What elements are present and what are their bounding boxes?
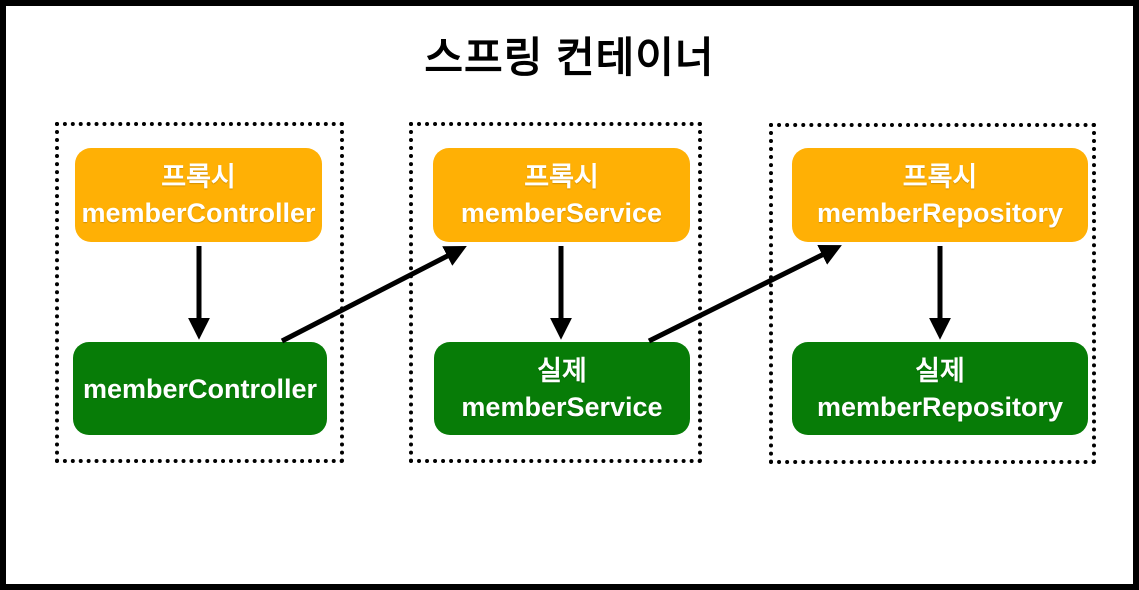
real-member-service-box: 실제 memberService (434, 342, 690, 435)
bean-group-repository: 프록시 memberRepository 실제 memberRepository (769, 123, 1096, 464)
bean-group-service: 프록시 memberService 실제 memberService (409, 122, 702, 463)
proxy-member-controller-box: 프록시 memberController (75, 148, 322, 242)
bean-name: memberRepository (816, 198, 1064, 228)
bean-name: memberService (461, 391, 663, 422)
bean-name: memberController (82, 373, 318, 404)
proxy-member-service-box: 프록시 memberService (433, 148, 690, 242)
real-label: 실제 (537, 355, 587, 386)
proxy-member-repository-box: 프록시 memberRepository (792, 148, 1088, 242)
real-label: 실제 (915, 355, 965, 386)
bean-name: memberController (81, 198, 316, 228)
bean-name: memberRepository (816, 391, 1064, 422)
proxy-label: 프록시 (524, 162, 599, 192)
real-member-repository-box: 실제 memberRepository (792, 342, 1088, 435)
bean-group-controller: 프록시 memberController memberController (55, 122, 344, 463)
diagram-title: 스프링 컨테이너 (424, 34, 715, 81)
proxy-label: 프록시 (902, 162, 978, 192)
bean-name: memberService (460, 198, 663, 228)
real-member-controller-box: memberController (73, 342, 327, 435)
proxy-label: 프록시 (161, 162, 236, 192)
